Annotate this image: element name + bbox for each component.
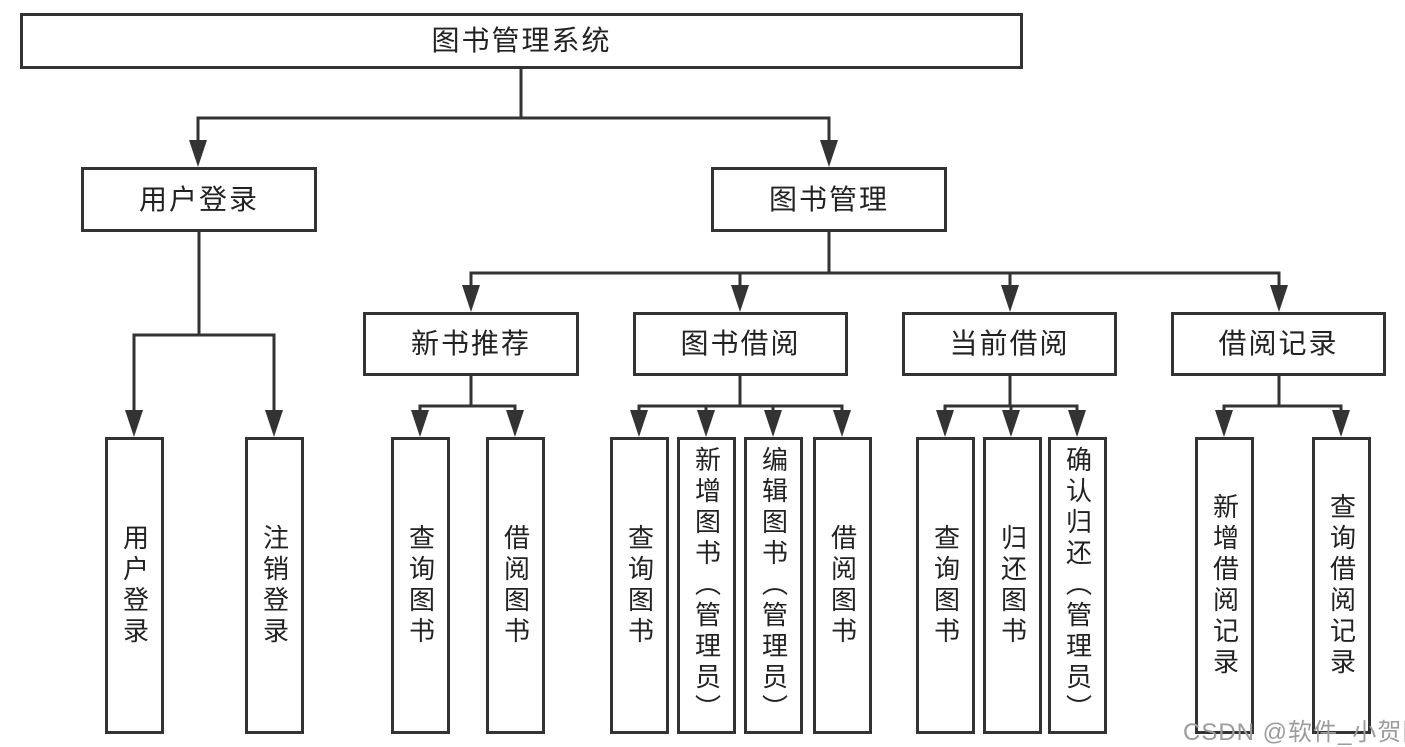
csdn-watermark: CSDN @软件_小贺同学	[1183, 719, 1405, 746]
connector-user-login-children	[125, 230, 283, 437]
node-book-management: 图书管理	[711, 167, 947, 232]
leaf-add-borrow-record: 新增借阅记录	[1195, 437, 1254, 734]
node-new-book-recommend: 新书推荐	[363, 312, 579, 376]
leaf-borrow-books: 借阅图书	[813, 437, 872, 734]
leaf-query-books-recommend: 查询图书	[391, 437, 450, 734]
leaf-logout: 注销登录	[245, 437, 304, 734]
node-current-borrowing: 当前借阅	[902, 312, 1117, 376]
node-book-borrowing: 图书借阅	[633, 312, 848, 376]
connector-new-book-recommend-children	[411, 374, 524, 437]
leaf-query-books-current: 查询图书	[916, 437, 975, 734]
leaf-borrow-books-recommend: 借阅图书	[486, 437, 545, 734]
connector-current-borrowing-children	[936, 374, 1086, 437]
connector-book-management-children	[462, 230, 1288, 312]
leaf-return-books: 归还图书	[983, 437, 1042, 734]
leaf-query-borrow-record: 查询借阅记录	[1312, 437, 1371, 734]
leaf-confirm-return-admin: 确认归还（管理员）	[1048, 437, 1107, 734]
leaf-edit-books-admin: 编辑图书（管理员）	[744, 437, 803, 734]
connector-root-to-level2	[189, 67, 838, 167]
leaf-query-books-borrowing: 查询图书	[610, 437, 669, 734]
connector-book-borrowing-children	[630, 374, 851, 437]
node-user-login: 用户登录	[81, 167, 317, 232]
connector-borrowing-records-children	[1215, 374, 1350, 437]
node-borrowing-records: 借阅记录	[1171, 312, 1386, 376]
leaf-add-books-admin: 新增图书（管理员）	[677, 437, 736, 734]
leaf-user-login: 用户登录	[105, 437, 164, 734]
node-library-management-system: 图书管理系统	[20, 13, 1023, 69]
